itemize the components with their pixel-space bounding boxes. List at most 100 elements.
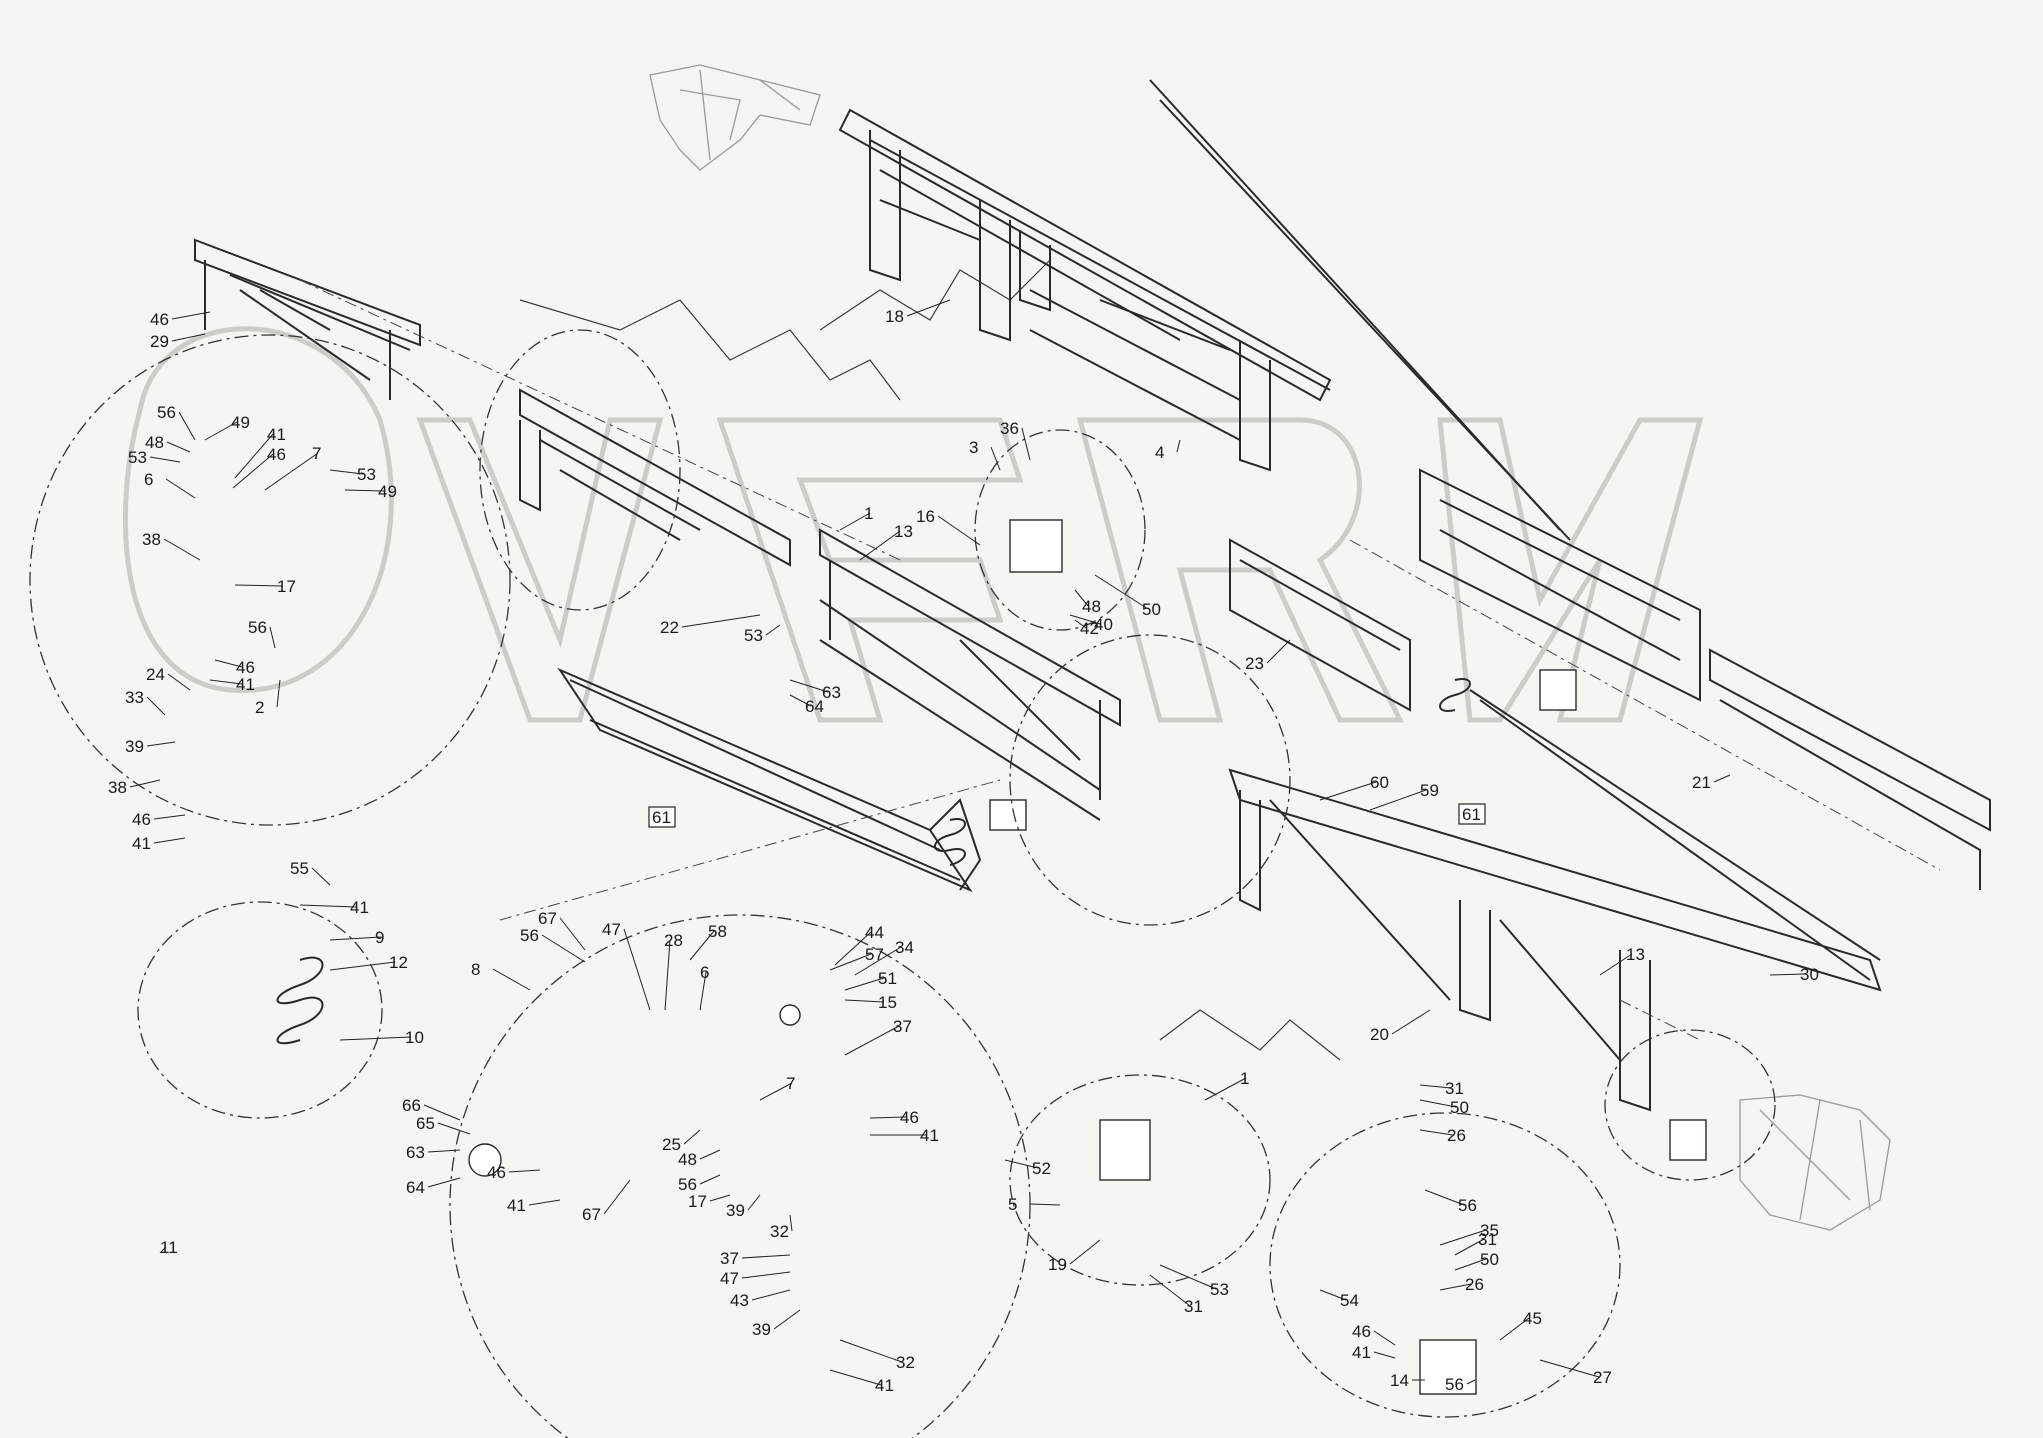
callout-c29: 10 (339, 1028, 424, 1047)
callout-number: 41 (507, 1196, 526, 1215)
callout-number: 31 (1445, 1079, 1464, 1098)
callout-number: 38 (142, 530, 161, 549)
callout-leader (1266, 639, 1291, 664)
callout-number: 53 (128, 448, 147, 467)
boxed-callout-b1: 61 (648, 806, 676, 828)
callout-number: 58 (708, 922, 727, 941)
callout-c9: 7 (264, 444, 321, 491)
callout-c63: 8 (471, 960, 531, 991)
callout-leader (1074, 619, 1087, 629)
callout-c106: 14 (1390, 1371, 1425, 1390)
callout-c88: 1 (1204, 1069, 1249, 1101)
callout-number: 12 (389, 953, 408, 972)
callout-c90: 5 (1008, 1195, 1061, 1214)
callout-c16: 46 (214, 658, 255, 677)
callout-c68: 41 (870, 1126, 939, 1145)
callout-c97: 56 (1424, 1189, 1477, 1215)
callout-number: 7 (312, 444, 321, 463)
callout-number: 41 (875, 1376, 894, 1395)
callout-c19: 24 (146, 665, 191, 691)
callout-c44: 63 (789, 679, 841, 702)
callout-number: 3 (969, 438, 978, 457)
callout-leader (759, 1082, 793, 1101)
callout-c7: 41 (234, 425, 286, 479)
callout-c11: 6 (144, 470, 196, 499)
callout-leader (232, 453, 274, 489)
callout-leader (204, 421, 238, 441)
callout-c37: 36 (1000, 419, 1031, 461)
callout-c64: 6 (699, 963, 709, 1011)
callout-leader (773, 1309, 801, 1330)
callout-leader (829, 1369, 882, 1386)
callout-leader (906, 299, 951, 317)
callout-c3: 56 (157, 403, 196, 441)
boom-frame-top (838, 79, 1571, 541)
callout-leader (209, 679, 243, 685)
callout-number: 9 (375, 928, 384, 947)
callout-number: 42 (1080, 619, 1099, 638)
callout-number: 48 (678, 1150, 697, 1169)
long-boom-61-left (557, 667, 982, 893)
callout-c79: 17 (688, 1192, 731, 1211)
callout-leader (344, 489, 385, 492)
callout-c15: 56 (248, 618, 276, 649)
callout-c13: 38 (142, 530, 201, 561)
callout-number: 64 (805, 697, 824, 716)
callout-number: 57 (865, 945, 884, 964)
callout-leader (699, 971, 707, 1011)
callout-leader (789, 679, 829, 693)
callout-c21: 39 (125, 737, 176, 756)
boom-frame-upper-left (194, 238, 421, 400)
callout-number: 31 (1478, 1230, 1497, 1249)
callout-c102: 54 (1319, 1289, 1359, 1310)
callout-number: 65 (416, 1114, 435, 1133)
callout-leader (709, 1194, 731, 1202)
callout-number: 46 (1352, 1322, 1371, 1341)
callout-leader (741, 1271, 791, 1279)
callout-leader (1319, 781, 1377, 801)
callout-leader (990, 446, 1001, 471)
callout-c22: 38 (108, 778, 161, 797)
callout-number: 50 (1480, 1250, 1499, 1269)
callout-c61: 51 (844, 969, 897, 991)
callout-leader (153, 814, 186, 820)
callout-c98: 35 (1439, 1221, 1499, 1246)
callout-c66: 7 (759, 1074, 795, 1101)
callout-c62: 15 (844, 993, 897, 1012)
boxed-callout-number: 61 (652, 808, 671, 827)
callout-number: 43 (730, 1291, 749, 1310)
callout-number: 26 (1447, 1126, 1466, 1145)
callout-number: 32 (896, 1353, 915, 1372)
callout-c54: 56 (520, 926, 586, 963)
callout-leader (559, 917, 586, 951)
callout-leader (1419, 1099, 1457, 1108)
callout-leader (171, 311, 211, 320)
callout-number: 46 (267, 445, 286, 464)
callout-c55: 47 (602, 920, 651, 1011)
callout-leader (839, 1339, 903, 1363)
callout-c70: 65 (416, 1114, 471, 1135)
callout-c33: 53 (744, 624, 781, 645)
callout-leader (129, 779, 161, 788)
callout-leader (789, 1214, 793, 1232)
callout-leader (423, 1104, 461, 1121)
callout-number: 56 (678, 1175, 697, 1194)
callout-number: 46 (487, 1163, 506, 1182)
callout-leader (528, 1199, 561, 1206)
callout-c94: 31 (1419, 1079, 1464, 1098)
callout-leader (234, 584, 284, 587)
callout-number: 6 (144, 470, 153, 489)
callout-leader (699, 1149, 721, 1160)
callout-leader (1069, 1239, 1101, 1265)
callout-number: 53 (357, 465, 376, 484)
callout-c27: 9 (329, 928, 384, 947)
callout-number: 53 (744, 626, 763, 645)
callout-c89: 52 (1004, 1159, 1051, 1178)
callout-c65: 37 (844, 1017, 912, 1056)
callout-c24: 41 (132, 834, 186, 853)
callout-leader (329, 469, 364, 475)
callout-leader (741, 1254, 791, 1259)
callout-number: 59 (1420, 781, 1439, 800)
